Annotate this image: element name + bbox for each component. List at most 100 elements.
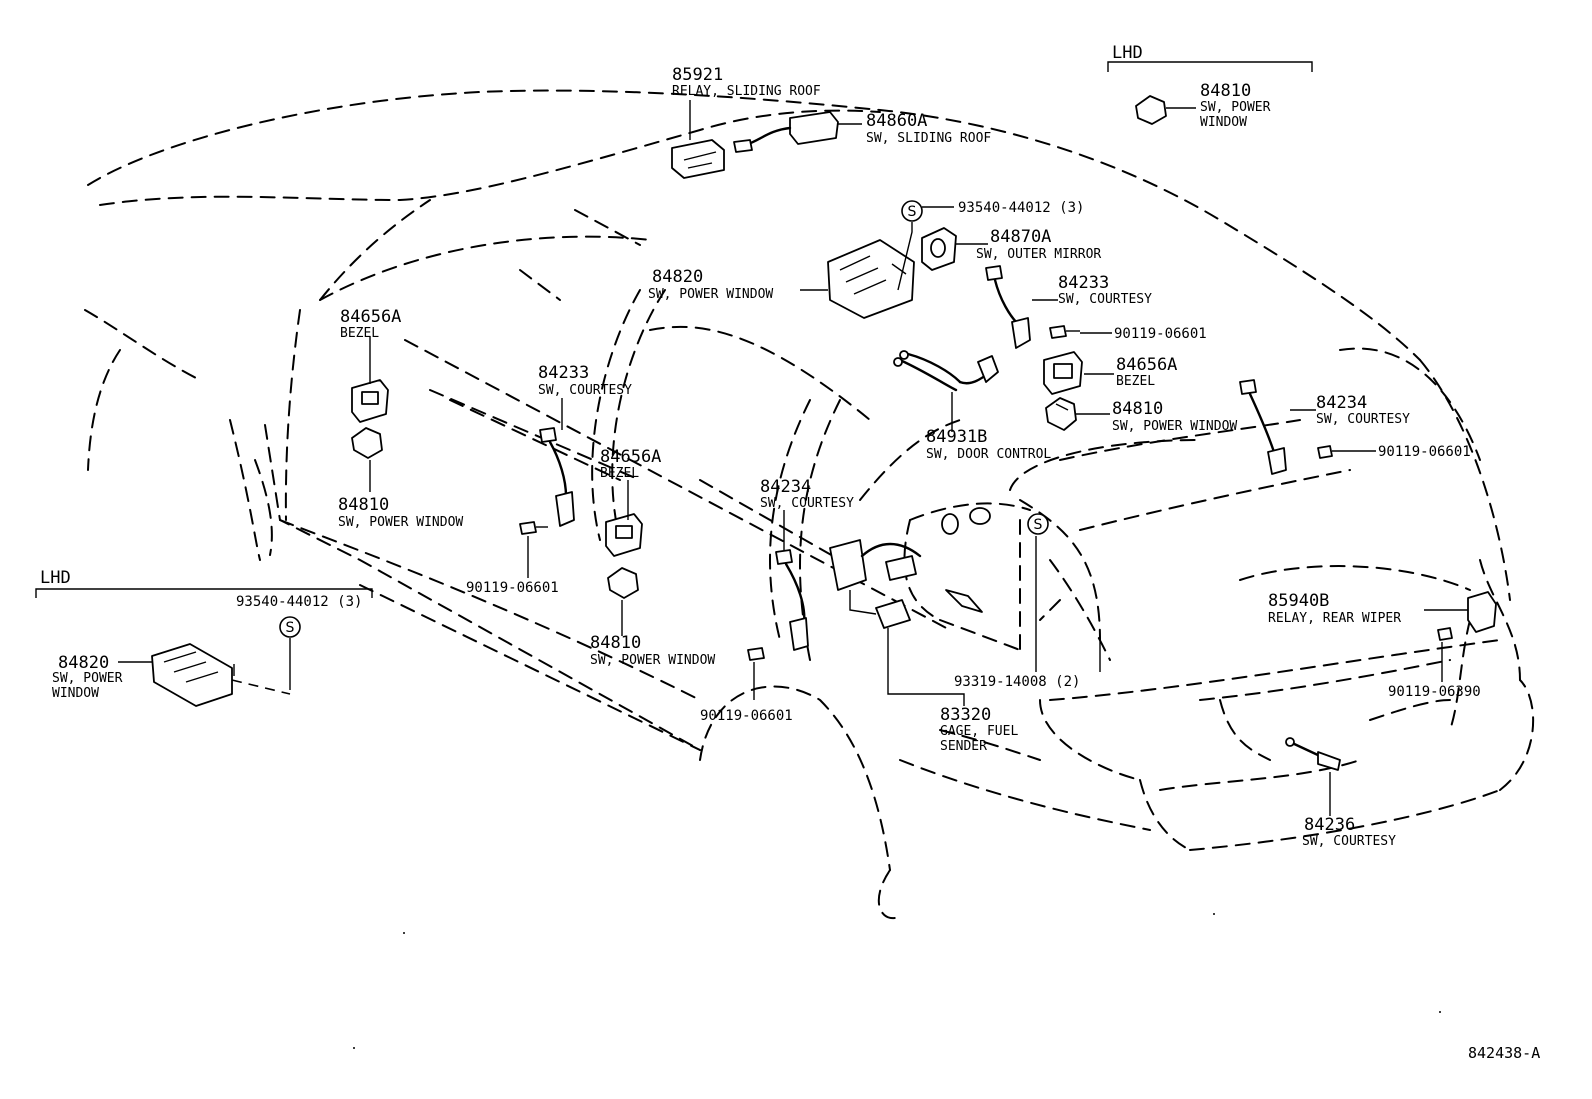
svg-text:SW, COURTESY: SW, COURTESY — [1058, 292, 1152, 307]
screw-part-e — [1437, 627, 1453, 641]
rear-wiper-relay-part — [1467, 591, 1497, 633]
svg-text:84656A: 84656A — [600, 447, 661, 467]
diagram-id: 842438-A — [1468, 1044, 1540, 1062]
s-mark-lhd-left: S — [279, 616, 301, 638]
callout-93319: 93319-14008 (2) — [954, 674, 1080, 690]
callout-84810-middle: 84810 SW, POWER WINDOW — [590, 633, 715, 668]
svg-text:SW, POWER: SW, POWER — [52, 671, 123, 686]
svg-text:90119-06601: 90119-06601 — [1114, 326, 1207, 342]
svg-text:90119-06390: 90119-06390 — [1388, 684, 1481, 700]
callout-90119-e: 90119-06390 — [1388, 684, 1481, 700]
svg-text:84810: 84810 — [338, 495, 389, 515]
svg-text:84234: 84234 — [760, 477, 811, 497]
callout-84233-left: 84233 SW, COURTESY — [538, 363, 632, 398]
callout-84236: 84236 SW, COURTESY — [1302, 815, 1396, 849]
outer-mirror-switch-part — [921, 227, 957, 271]
callout-90119-d: 90119-06601 — [700, 708, 793, 724]
svg-text:RELAY, REAR WIPER: RELAY, REAR WIPER — [1268, 611, 1401, 626]
screw-part-b — [1317, 445, 1333, 459]
callout-90119-b: 90119-06601 — [1378, 444, 1471, 460]
power-window-master-switch-part — [827, 239, 915, 319]
svg-text:84870A: 84870A — [990, 227, 1051, 247]
callout-90119-c: 90119-06601 — [466, 580, 559, 596]
svg-text:WINDOW: WINDOW — [52, 686, 99, 701]
screw-part-d — [747, 647, 765, 661]
courtesy-switch-right-part — [985, 265, 1031, 349]
callout-84656a-middle: 84656A BEZEL — [600, 447, 661, 481]
power-window-switch-left-part — [351, 427, 383, 459]
svg-text:S: S — [286, 620, 295, 636]
callout-90119-a: 90119-06601 — [1114, 326, 1207, 342]
callout-84656a-right: 84656A BEZEL — [1116, 355, 1177, 389]
svg-text:S: S — [1034, 517, 1043, 533]
svg-text:84820: 84820 — [58, 653, 109, 673]
svg-text:SW, COURTESY: SW, COURTESY — [760, 496, 854, 511]
callout-84810-right: 84810 SW, POWER WINDOW — [1112, 399, 1237, 434]
callout-85921: 85921 RELAY, SLIDING ROOF — [672, 65, 821, 99]
courtesy-switch-far-right-part — [1239, 379, 1287, 475]
callout-84931b: 84931B SW, DOOR CONTROL — [926, 427, 1051, 462]
vehicle-body-outline — [84, 89, 1535, 920]
callout-84234-right: 84234 SW, COURTESY — [1316, 393, 1410, 427]
callout-84234-middle: 84234 SW, COURTESY — [760, 477, 854, 511]
svg-text:RELAY, SLIDING ROOF: RELAY, SLIDING ROOF — [672, 84, 821, 99]
leader-lines — [118, 100, 1468, 816]
callout-83320: 83320 GAGE, FUEL SENDER — [940, 705, 1018, 754]
callout-93540-top: 93540-44012 (3) — [958, 200, 1084, 216]
door-control-switch-part — [893, 350, 999, 392]
sliding-roof-switch-part — [733, 111, 839, 153]
svg-text:SW, SLIDING ROOF: SW, SLIDING ROOF — [866, 131, 991, 146]
svg-text:84931B: 84931B — [926, 427, 987, 447]
callout-84656a-left: 84656A BEZEL — [340, 307, 401, 341]
screw-part-c — [519, 521, 548, 535]
callout-lhd-left: 93540-44012 (3) 84820 SW, POWER WINDOW — [52, 594, 362, 701]
svg-text:84810: 84810 — [590, 633, 641, 653]
callout-84233-right: 84233 SW, COURTESY — [1058, 273, 1152, 307]
bezel-middle-part — [605, 513, 643, 557]
svg-text:93319-14008 (2): 93319-14008 (2) — [954, 674, 1080, 690]
lhd-top-box: LHD — [1107, 43, 1313, 72]
svg-text:93540-44012 (3): 93540-44012 (3) — [236, 594, 362, 610]
svg-text:84233: 84233 — [1058, 273, 1109, 293]
svg-text:BEZEL: BEZEL — [600, 466, 639, 481]
svg-text:SW, POWER WINDOW: SW, POWER WINDOW — [1112, 419, 1237, 434]
s-mark-middle: S — [1027, 513, 1049, 535]
svg-text:84810: 84810 — [1200, 81, 1251, 101]
svg-text:SW, POWER: SW, POWER — [1200, 100, 1271, 115]
lhd-power-window-master-switch-left-part — [151, 643, 233, 707]
callout-84820: 84820 SW, POWER WINDOW — [648, 267, 773, 302]
callout-84870a: 84870A SW, OUTER MIRROR — [976, 227, 1101, 262]
callout-84860a: 84860A SW, SLIDING ROOF — [866, 111, 991, 146]
svg-text:84656A: 84656A — [1116, 355, 1177, 375]
svg-text:SW, OUTER MIRROR: SW, OUTER MIRROR — [976, 247, 1101, 262]
svg-text:85921: 85921 — [672, 65, 723, 85]
svg-text:83320: 83320 — [940, 705, 991, 725]
fuel-gage-sender-part — [829, 507, 991, 629]
callout-lhd-84810: 84810 SW, POWER WINDOW — [1200, 81, 1271, 130]
lhd-power-window-switch-top-part — [1135, 95, 1167, 125]
svg-text:90119-06601: 90119-06601 — [466, 580, 559, 596]
svg-text:84810: 84810 — [1112, 399, 1163, 419]
callout-84810-left: 84810 SW, POWER WINDOW — [338, 495, 463, 530]
courtesy-switch-left-part — [539, 427, 575, 527]
scan-specks — [353, 913, 1441, 1049]
lhd-left-box: LHD — [35, 568, 373, 598]
svg-text:93540-44012 (3): 93540-44012 (3) — [958, 200, 1084, 216]
svg-text:SW, POWER WINDOW: SW, POWER WINDOW — [338, 515, 463, 530]
courtesy-switch-rear-part — [1285, 737, 1341, 771]
bezel-left-part — [351, 379, 389, 423]
svg-text:84233: 84233 — [538, 363, 589, 383]
courtesy-switch-middle-part — [775, 549, 809, 651]
power-window-switch-middle-part — [607, 567, 639, 599]
svg-text:84656A: 84656A — [340, 307, 401, 327]
svg-text:GAGE, FUEL: GAGE, FUEL — [940, 724, 1018, 739]
power-window-switch-right-part — [1045, 397, 1077, 431]
svg-text:84860A: 84860A — [866, 111, 927, 131]
svg-text:SW, COURTESY: SW, COURTESY — [1302, 834, 1396, 849]
svg-text:84236: 84236 — [1304, 815, 1355, 835]
svg-text:84820: 84820 — [652, 267, 703, 287]
svg-text:SW, POWER WINDOW: SW, POWER WINDOW — [648, 287, 773, 302]
svg-text:85940B: 85940B — [1268, 591, 1329, 611]
